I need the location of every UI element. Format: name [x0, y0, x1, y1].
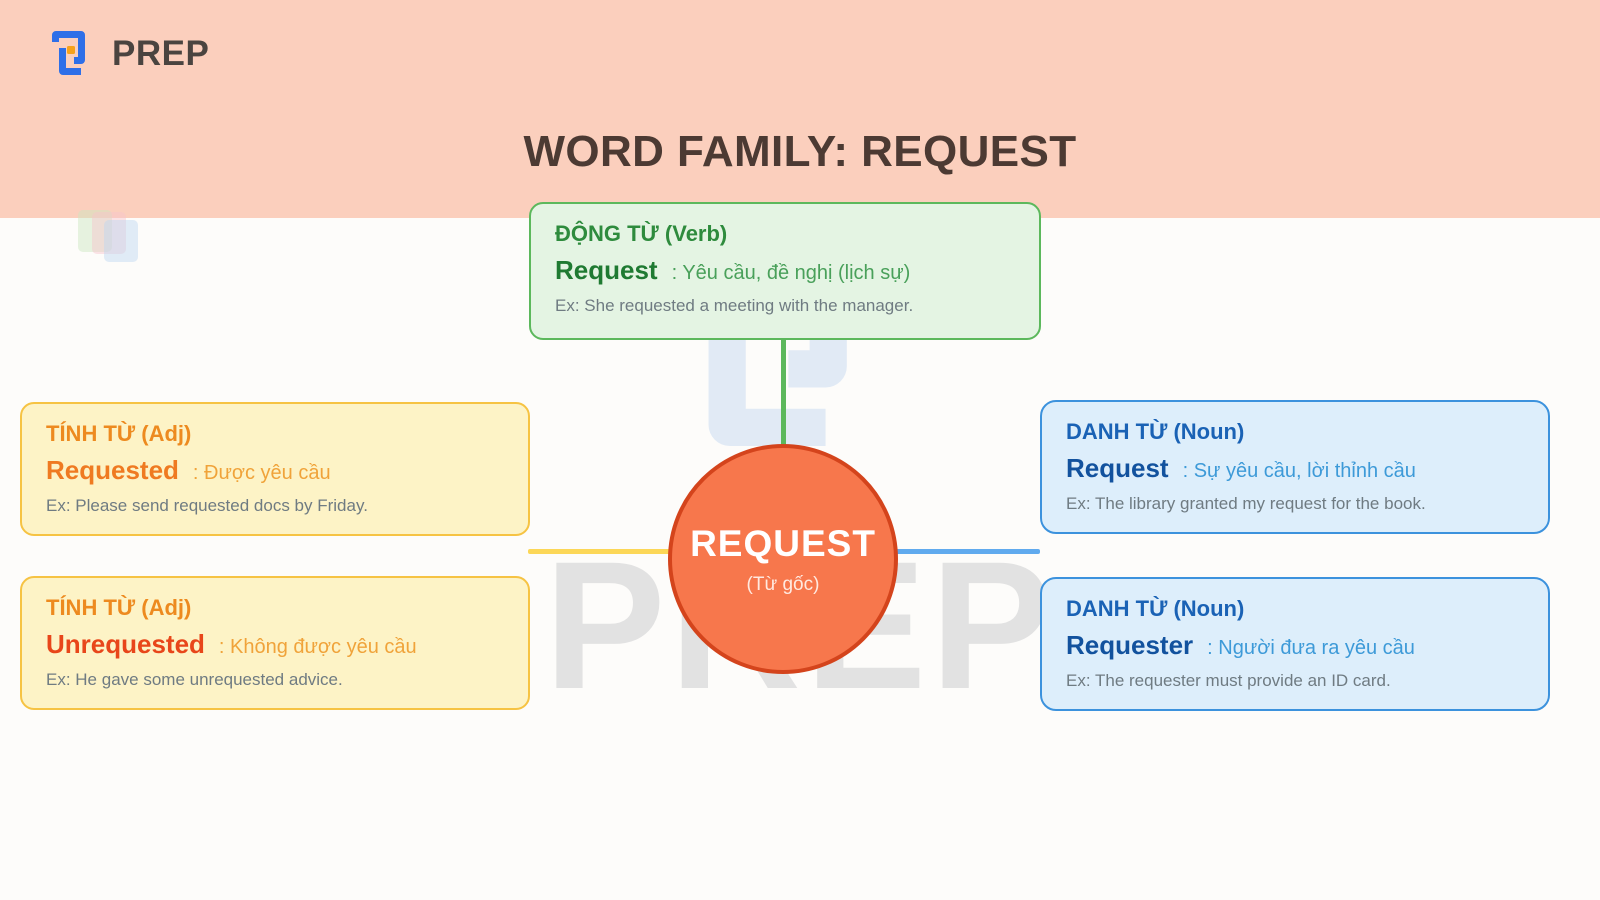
card-noun-2-kind: DANH TỪ (Noun)	[1066, 596, 1245, 621]
card-verb-wordline: Request : Yêu cầu, đề nghị (lịch sự)	[555, 255, 1015, 286]
card-adjective-1-meaning: : Được yêu cầu	[192, 462, 331, 485]
brand-name: PREP	[112, 33, 210, 73]
decorative-square-pink	[92, 212, 126, 254]
verb-connector	[781, 338, 786, 450]
decorative-square-blue	[104, 220, 138, 262]
card-noun-2-word: Requester	[1066, 630, 1194, 661]
card-noun-2-wordline: Requester : Người đưa ra yêu cầu	[1066, 630, 1524, 661]
brand-logo[interactable]: PREP	[48, 28, 209, 78]
decorative-squares	[78, 210, 140, 262]
card-noun-2-example: Ex: The requester must provide an ID car…	[1066, 671, 1391, 691]
card-noun-1-word: Request	[1066, 453, 1169, 484]
card-noun-1-kind: DANH TỪ (Noun)	[1066, 419, 1245, 444]
root-word-label: REQUEST	[690, 522, 876, 564]
card-adjective-requested[interactable]: TÍNH TỪ (Adj) Requested : Được yêu cầu E…	[20, 402, 530, 536]
card-adjective-1-word: Requested	[46, 455, 179, 486]
card-noun-1-wordline: Request : Sự yêu cầu, lời thỉnh cầu	[1066, 453, 1524, 484]
decorative-square-green	[78, 210, 112, 252]
card-verb-meaning: : Yêu cầu, đề nghị (lịch sự)	[671, 262, 911, 285]
card-adjective-2-meaning: : Không được yêu cầu	[218, 636, 417, 659]
card-noun-request[interactable]: DANH TỪ (Noun) Request : Sự yêu cầu, lời…	[1040, 400, 1550, 534]
card-noun-requester[interactable]: DANH TỪ (Noun) Requester : Người đưa ra …	[1040, 577, 1550, 711]
card-adjective-2-wordline: Unrequested : Không được yêu cầu	[46, 629, 504, 660]
card-adjective-1-wordline: Requested : Được yêu cầu	[46, 455, 504, 486]
card-verb-word: Request	[555, 255, 658, 286]
card-verb-kind: ĐỘNG TỪ (Verb)	[555, 221, 728, 246]
card-verb-example: Ex: She requested a meeting with the man…	[555, 296, 914, 316]
card-noun-2-meaning: : Người đưa ra yêu cầu	[1207, 637, 1415, 660]
card-verb[interactable]: ĐỘNG TỪ (Verb) Request : Yêu cầu, đề ngh…	[529, 202, 1041, 340]
card-adjective-unrequested[interactable]: TÍNH TỪ (Adj) Unrequested : Không được y…	[20, 576, 530, 710]
prep-logo-icon	[52, 31, 85, 75]
noun-connector	[878, 549, 1040, 554]
card-noun-1-meaning: : Sự yêu cầu, lời thỉnh cầu	[1182, 460, 1416, 483]
card-adjective-1-kind: TÍNH TỪ (Adj)	[46, 421, 192, 446]
card-adjective-2-kind: TÍNH TỪ (Adj)	[46, 595, 192, 620]
root-word-circle[interactable]: REQUEST (Từ gốc)	[668, 444, 898, 674]
adjective-connector	[528, 549, 690, 554]
card-noun-1-example: Ex: The library granted my request for t…	[1066, 494, 1426, 514]
card-adjective-2-example: Ex: He gave some unrequested advice.	[46, 670, 343, 690]
root-word-subtitle: (Từ gốc)	[746, 573, 820, 595]
page-title: WORD FAMILY: REQUEST	[523, 127, 1077, 176]
card-adjective-2-word: Unrequested	[46, 629, 205, 660]
header-band	[0, 0, 1600, 218]
card-adjective-1-example: Ex: Please send requested docs by Friday…	[46, 496, 368, 516]
